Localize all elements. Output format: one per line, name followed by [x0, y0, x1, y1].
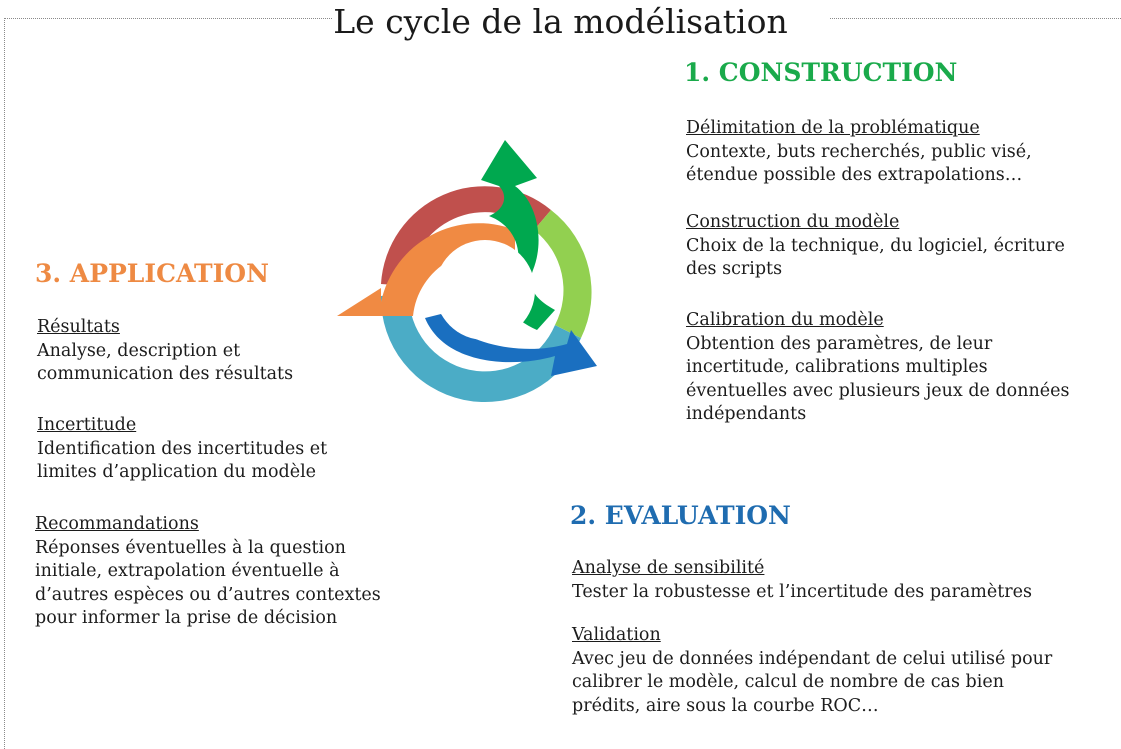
application-item-line: Réponses éventuelles à la question: [35, 537, 346, 558]
construction-item-line: éventuelles avec plusieurs jeux de donné…: [686, 380, 1070, 401]
blue-light-arrow-segment: [380, 294, 581, 403]
evaluation-title: 2. EVALUATION: [570, 501, 791, 530]
construction-item-line: Contexte, buts recherchés, public visé,: [686, 141, 1032, 162]
frame-top-right: [830, 18, 1121, 19]
page-title: Le cycle de la modélisation: [333, 2, 788, 41]
construction-item-heading: Construction du modèle: [686, 212, 900, 232]
evaluation-item-line: Avec jeu de données indépendant de celui…: [572, 648, 1053, 669]
construction-item-3: Calibration du modèle Obtention des para…: [686, 309, 1116, 427]
construction-item-line: Obtention des paramètres, de leur: [686, 333, 993, 354]
application-item-heading: Recommandations: [35, 514, 199, 534]
blue-dark-arrow: [425, 314, 597, 376]
green-light-arrow-segment: [534, 210, 592, 338]
application-item-line: limites d’application du modèle: [37, 462, 317, 482]
application-item-3: Recommandations Réponses éventuelles à l…: [35, 513, 415, 631]
construction-item-line: incertitude, calibrations multiples: [686, 357, 988, 377]
evaluation-item-line: calibrer le modèle, calcul de nombre de …: [572, 672, 1004, 692]
application-item-line: Identification des incertitudes et: [37, 438, 328, 459]
construction-item-2: Construction du modèle Choix de la techn…: [686, 211, 1116, 282]
application-item-line: communication des résultats: [37, 364, 294, 384]
frame-top-left: [4, 18, 332, 19]
construction-item-heading: Délimitation de la problématique: [686, 118, 980, 138]
construction-item-heading: Calibration du modèle: [686, 310, 884, 330]
construction-title: 1. CONSTRUCTION: [684, 58, 958, 87]
application-item-heading: Incertitude: [37, 415, 137, 435]
application-item-line: pour informer la prise de décision: [35, 608, 338, 628]
evaluation-item-2: Validation Avec jeu de données indépenda…: [572, 624, 1117, 718]
evaluation-item-heading: Analyse de sensibilité: [572, 558, 765, 578]
application-item-1: Résultats Analyse, description et commun…: [37, 316, 397, 387]
construction-item-line: indépendants: [686, 404, 807, 424]
construction-item-line: étendue possible des extrapolations…: [686, 165, 1023, 185]
evaluation-item-line: prédits, aire sous la courbe ROC…: [572, 695, 879, 716]
application-item-2: Incertitude Identification des incertitu…: [37, 414, 397, 485]
application-title: 3. APPLICATION: [35, 259, 269, 288]
application-item-line: Analyse, description et: [37, 340, 241, 361]
construction-item-1: Délimitation de la problématique Context…: [686, 117, 1116, 188]
evaluation-item-heading: Validation: [572, 625, 661, 645]
evaluation-item-1: Analyse de sensibilité Tester la robuste…: [572, 557, 1117, 604]
frame-left: [4, 18, 5, 749]
construction-item-line: des scripts: [686, 259, 783, 279]
application-item-line: initiale, extrapolation éventuelle à: [35, 561, 340, 581]
application-item-line: d’autres espèces ou d’autres contextes: [35, 584, 381, 605]
cycle-center: [435, 240, 535, 340]
application-item-heading: Résultats: [37, 317, 120, 337]
construction-item-line: Choix de la technique, du logiciel, écri…: [686, 235, 1065, 256]
evaluation-item-line: Tester la robustesse et l’incertitude de…: [572, 581, 1032, 602]
cycle-diagram: [337, 140, 597, 403]
green-dark-arrow: [481, 140, 555, 330]
